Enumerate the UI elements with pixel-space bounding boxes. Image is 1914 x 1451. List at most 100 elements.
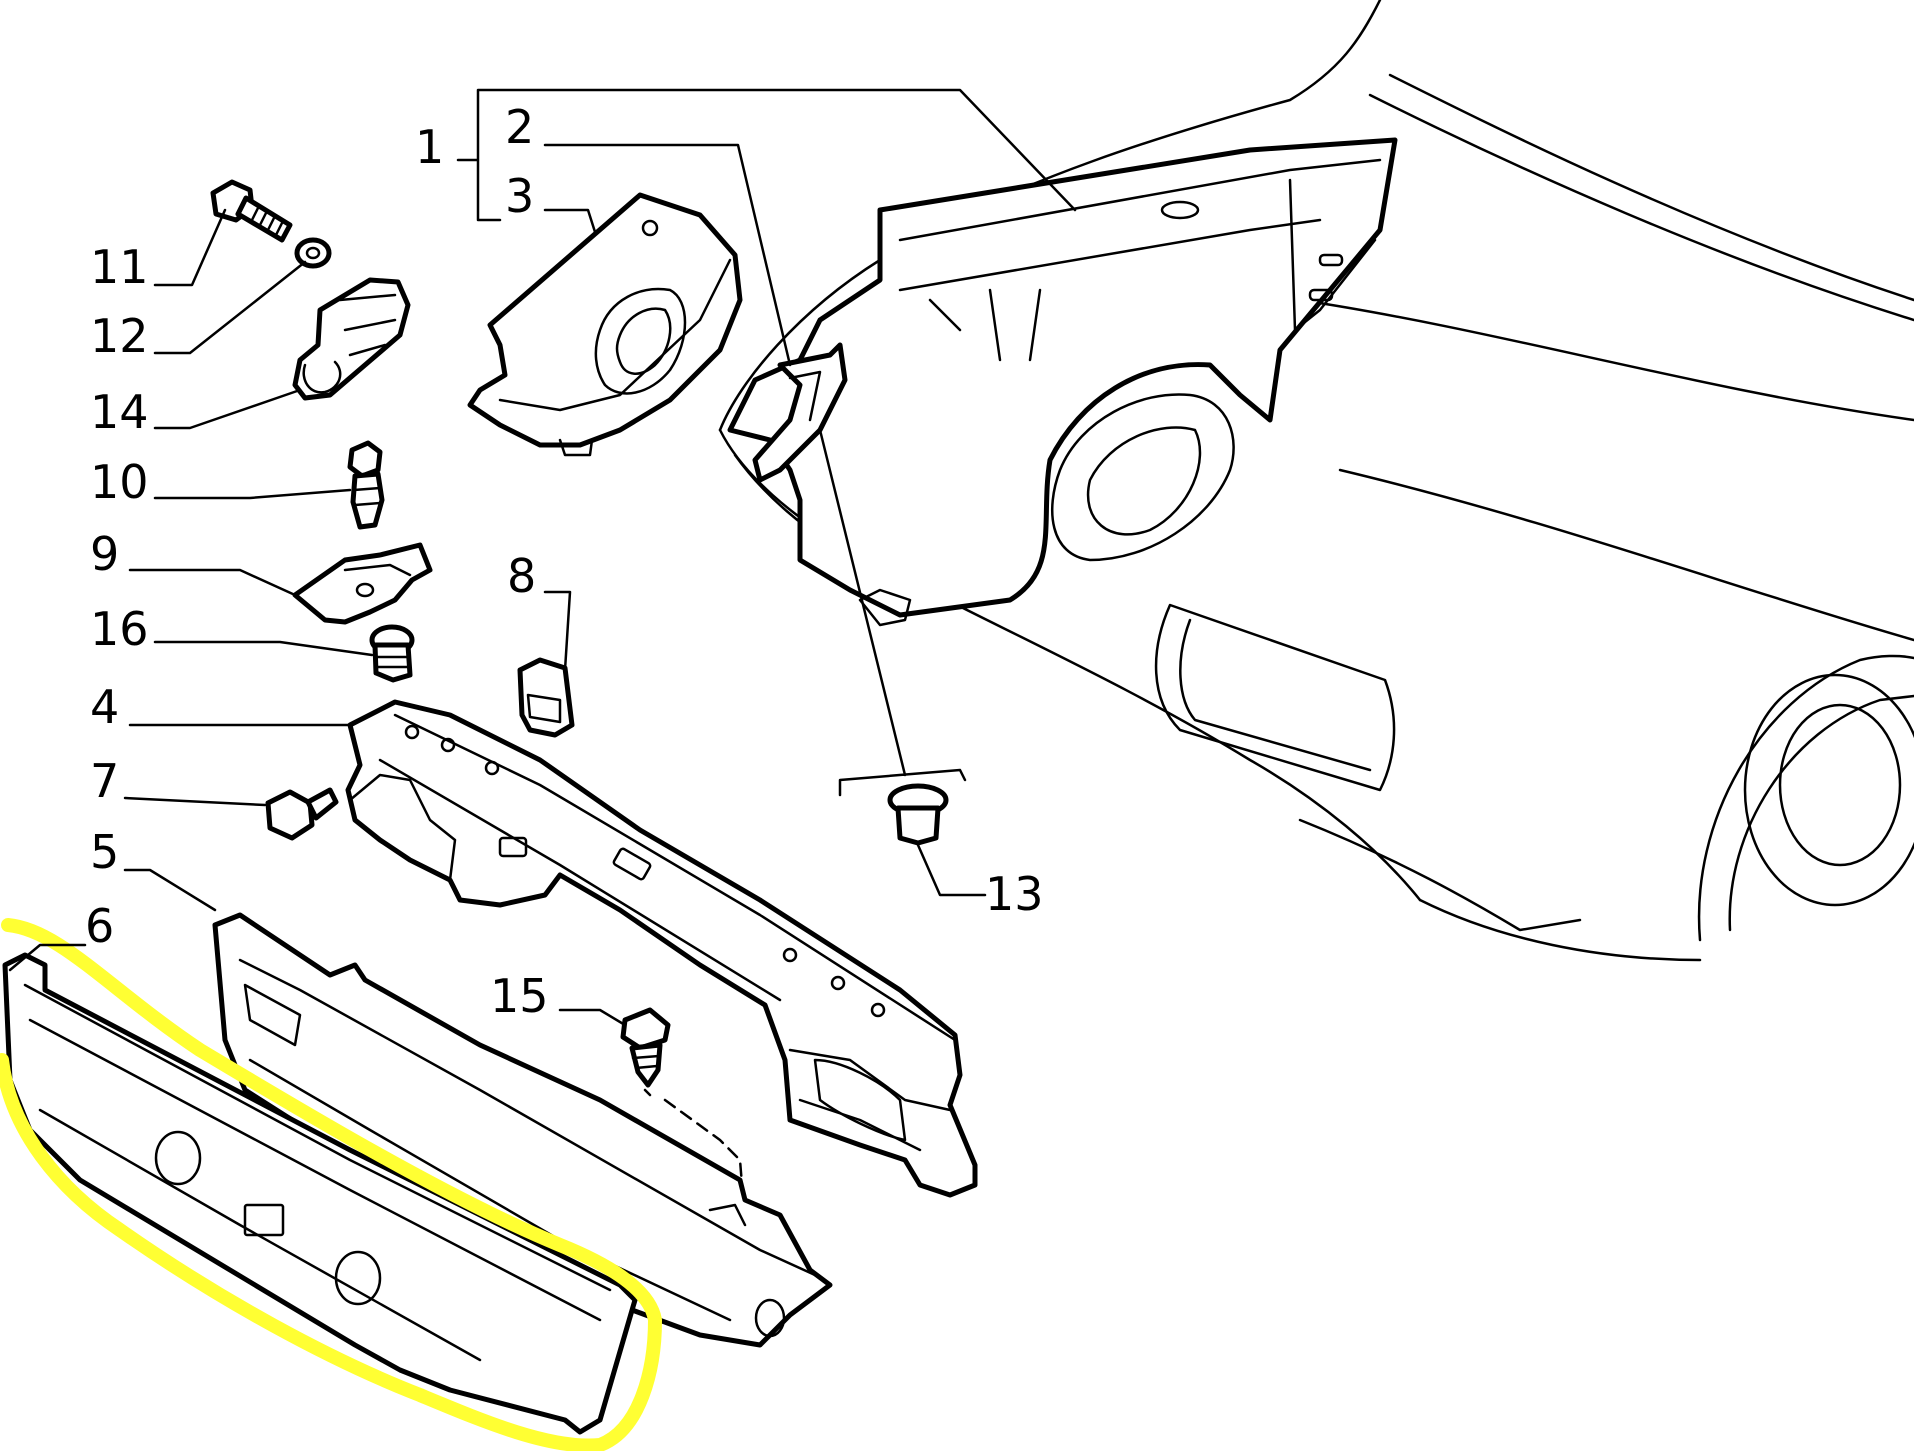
- part-9-clip-hole: [355, 582, 375, 598]
- part-4-hole-3: [484, 760, 500, 776]
- part-6-beam-top-edge: [23, 983, 612, 1292]
- leader-2: [543, 143, 792, 367]
- part-10-stud-body: [350, 471, 385, 530]
- part-1-slot-b: [1308, 288, 1334, 302]
- part-1-side-panel: [1288, 178, 1377, 332]
- callout-labels: 1 2 3 11 12 14 10 9 16 8 4 7 5 6 13 15: [85, 100, 1044, 1023]
- part-1-wheelhouse-inner: [1086, 426, 1202, 536]
- leader-14: [153, 388, 302, 430]
- part-14-plate-edge: [338, 293, 397, 357]
- callout-15: 15: [490, 969, 549, 1023]
- part-4-hole-2: [440, 737, 456, 753]
- part-3-inner-panel: [467, 192, 743, 457]
- car-wheel-arch: [1697, 654, 1914, 942]
- part-9-clip-nut: [292, 542, 433, 625]
- part-13-nut: [887, 783, 949, 846]
- car-windshield-line: [1388, 73, 1914, 302]
- part-12-washer-outer: [294, 237, 332, 269]
- car-hood-edge: [718, 0, 1382, 432]
- part-4-right-opening: [813, 1058, 907, 1142]
- part-5-hole-right: [754, 1298, 786, 1338]
- callout-9: 9: [90, 527, 119, 581]
- part-1-wheelhouse-opening: [1050, 393, 1235, 562]
- part-6-beam-channel: [28, 1018, 602, 1322]
- part-8-clip-face: [526, 693, 562, 724]
- part-14-hook-bracket: [292, 277, 411, 401]
- part-16-plug-ribs: [375, 655, 410, 669]
- car-wheel-rim: [1778, 703, 1902, 867]
- part-4-hole-4: [782, 947, 798, 963]
- part-7-bolt-head: [265, 789, 315, 841]
- callout-10: 10: [90, 455, 149, 509]
- car-bumper-line: [1298, 818, 1582, 932]
- leader-1-bracket: [456, 88, 1077, 222]
- car-side-line-2: [1338, 468, 1914, 642]
- leader-12: [153, 260, 307, 355]
- part-10-stud-thread: [352, 486, 382, 507]
- leader-10: [153, 488, 352, 500]
- callout-7: 7: [90, 754, 119, 808]
- car-hood-crease: [1368, 93, 1914, 322]
- part-15-rivet-ribs: [631, 1054, 661, 1070]
- part-4-hole-5: [830, 975, 846, 991]
- leader-8: [543, 590, 572, 672]
- callout-12: 12: [90, 309, 149, 363]
- leader-11: [153, 208, 227, 287]
- callout-13: 13: [985, 867, 1044, 921]
- leader-3: [543, 208, 597, 234]
- leader-15: [558, 1008, 627, 1027]
- part-1-bracket: [858, 588, 912, 627]
- part-10-stud: [347, 440, 385, 530]
- part-5-tab: [708, 1203, 747, 1227]
- part-12-washer: [294, 237, 332, 269]
- part-6-beam-lower-edge: [38, 1108, 482, 1362]
- part-3-hole: [641, 219, 659, 237]
- part-11-bolt-thread: [250, 206, 284, 237]
- callout-2: 2: [505, 100, 534, 154]
- part-10-stud-head: [347, 440, 383, 479]
- part-14-bracket-body: [292, 277, 411, 401]
- part-4-lower-flange: [378, 758, 782, 1002]
- leader-lines: [8, 88, 1077, 1187]
- leader-15-axis: [643, 1088, 744, 1187]
- part-2-bracket-body: [752, 342, 848, 483]
- leader-16: [153, 640, 374, 657]
- callout-3: 3: [505, 169, 534, 223]
- car-lower-sill: [1418, 898, 1702, 962]
- part-7-bolt-shank: [305, 787, 339, 821]
- part-5-face-bottom: [248, 1058, 732, 1322]
- car-side-line: [1298, 298, 1914, 422]
- part-3-tab: [558, 438, 594, 457]
- part-1-top-rail: [898, 158, 1382, 242]
- callout-8: 8: [507, 549, 536, 603]
- car-body-outline: [718, 0, 1914, 962]
- leader-9: [128, 568, 297, 597]
- part-7-flange-bolt: [265, 787, 339, 841]
- callout-16: 16: [90, 602, 149, 656]
- part-9-clip-top: [343, 563, 412, 577]
- part-14-eye-outer: [302, 360, 342, 394]
- part-4-slot-left: [498, 836, 528, 858]
- leader-7: [123, 796, 267, 807]
- part-11-bolt: [210, 179, 293, 243]
- part-15-rivet: [620, 1007, 671, 1088]
- part-2-bracket-edge: [788, 370, 822, 422]
- part-3-recess-outer: [594, 287, 687, 395]
- leader-5: [123, 868, 217, 912]
- part-1-rail-edge: [898, 218, 1322, 292]
- part-5-face-top: [238, 958, 817, 1277]
- part-4-crossmember-body: [345, 699, 978, 1198]
- part-4-slot-center: [612, 847, 652, 881]
- part-13-nut-body: [895, 805, 941, 846]
- callout-11: 11: [90, 240, 149, 294]
- callout-5: 5: [90, 825, 119, 879]
- car-front-outer: [718, 428, 1422, 902]
- part-3-recess-inner: [615, 307, 672, 375]
- car-headlight-outer: [1154, 603, 1396, 792]
- part-1-ribs: [928, 288, 1042, 362]
- part-16-plug-body: [372, 642, 413, 683]
- part-16-plug: [369, 624, 415, 683]
- part-8-clip: [517, 657, 575, 738]
- part-12-washer-inner: [305, 246, 321, 260]
